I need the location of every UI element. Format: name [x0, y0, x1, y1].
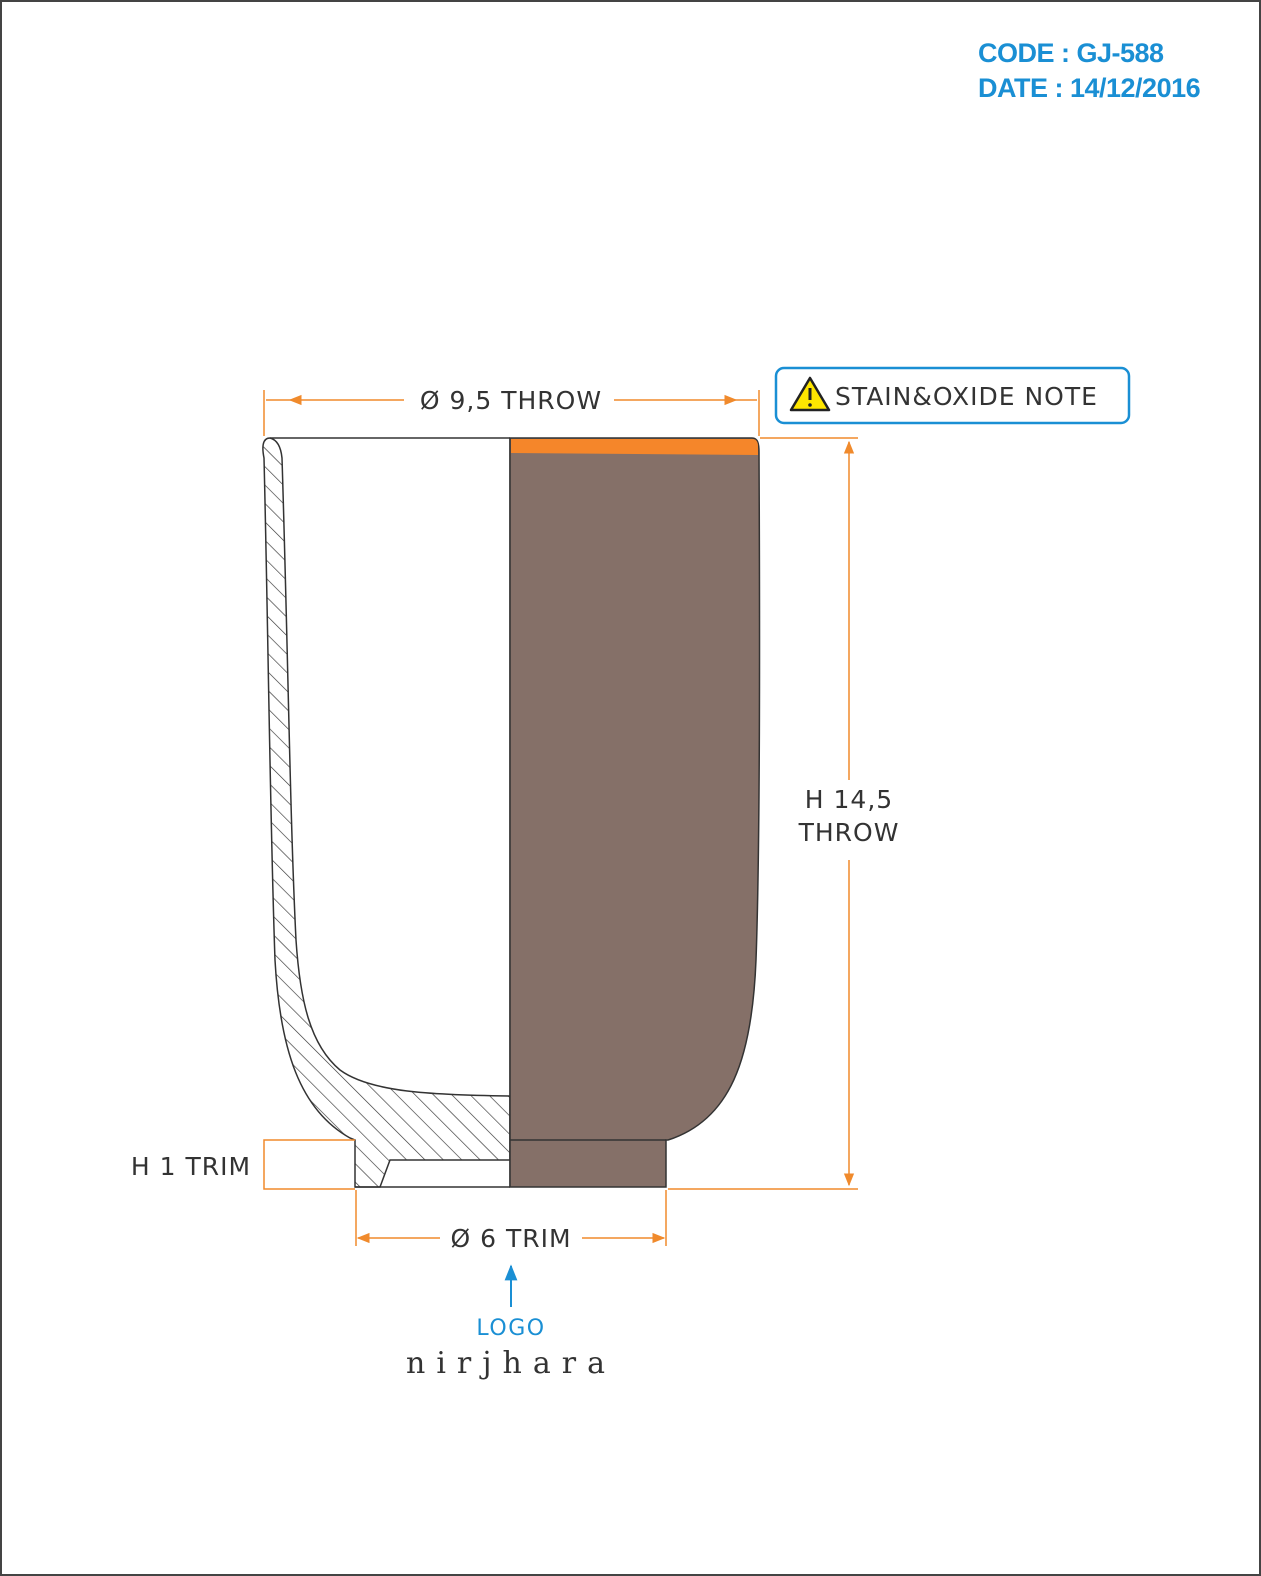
stain-oxide-note[interactable]: STAIN&OXIDE NOTE [774, 366, 1131, 425]
dim-trim-height: H 1 TRIM [131, 1139, 355, 1190]
logo-marker: LOGO [476, 1264, 545, 1341]
height-label-line2: THROW [798, 818, 900, 847]
drawing-date: DATE : 14/12/2016 [978, 73, 1201, 103]
dim-base-diameter: Ø 6 TRIM [355, 1190, 667, 1253]
brand-wordmark: nirjhara [406, 1346, 616, 1381]
wall-section [262, 437, 511, 1188]
logo-label: LOGO [476, 1316, 545, 1341]
dim-height: H 14,5 THROW [668, 437, 900, 1190]
glazed-body [509, 437, 761, 1188]
title-block: CODE : GJ-588 DATE : 14/12/2016 [978, 36, 1201, 106]
dim-top-diameter: Ø 9,5 THROW [263, 386, 760, 436]
product-code: CODE : GJ-588 [978, 38, 1164, 68]
warning-icon [789, 376, 831, 412]
rim-glaze-band [511, 439, 758, 455]
section-view [262, 437, 511, 1188]
base-diameter-label: Ø 6 TRIM [450, 1224, 571, 1253]
elevation-view [509, 437, 761, 1188]
trim-height-label: H 1 TRIM [131, 1152, 251, 1181]
top-diameter-label: Ø 9,5 THROW [420, 386, 602, 415]
note-label: STAIN&OXIDE NOTE [835, 382, 1098, 411]
height-label-line1: H 14,5 [805, 785, 893, 814]
